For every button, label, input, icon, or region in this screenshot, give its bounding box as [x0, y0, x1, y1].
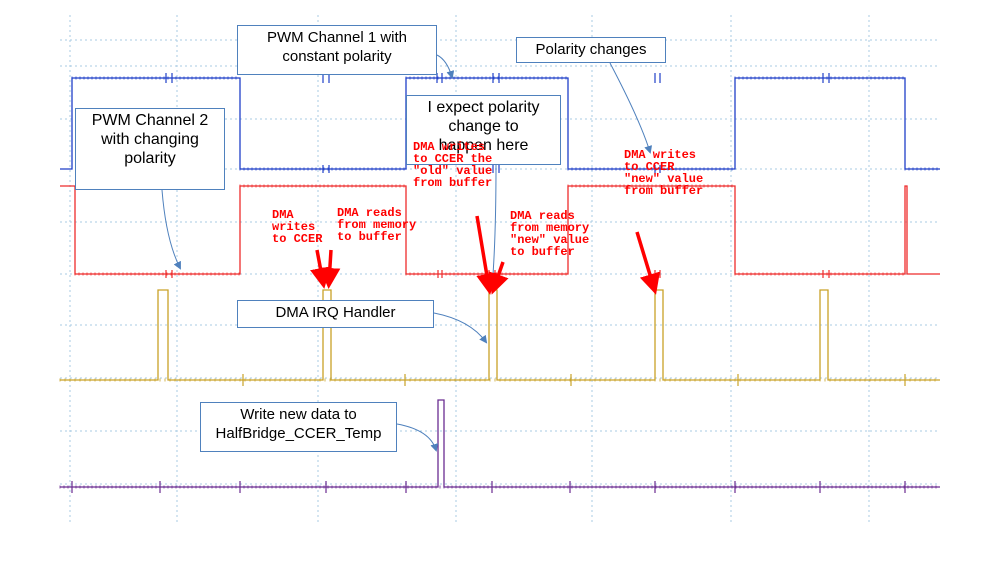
trace-ch1-noise	[734, 76, 904, 80]
note-dma-reads-buffer: DMA reads from memory to buffer	[337, 206, 417, 244]
trace-ch1-noise	[904, 167, 938, 171]
connector-dma-irq	[433, 312, 488, 344]
callout-expected-polarity-change: I expect polarity change to happen here	[406, 95, 561, 165]
note-dma-writes-new: DMA writes to CCER "new" value from buff…	[624, 148, 704, 198]
arrow-dma-reads-2	[488, 261, 509, 295]
connector-expect	[488, 164, 497, 290]
callout-pwm-channel-2: PWM Channel 2 with changing polarity	[75, 108, 225, 190]
trace-ch4-noise	[59, 485, 937, 489]
arrow-dma-writes-2	[475, 215, 498, 295]
note-dma-reads-new: DMA reads from memory "new" value to buf…	[510, 209, 590, 259]
trace-ch2-noise	[734, 272, 904, 276]
connector-polarity-changes	[609, 62, 653, 154]
trace-ch1-noise	[239, 167, 405, 171]
trace-ch2-noise	[239, 184, 405, 188]
trace-ch2-noise	[74, 272, 240, 276]
trace-ch1-noise	[71, 76, 237, 80]
callout-dma-irq-handler: DMA IRQ Handler	[237, 300, 434, 328]
connector-pwm2	[161, 189, 181, 270]
trace-ch4	[60, 399, 940, 488]
annotation-arrows	[161, 54, 660, 452]
arrow-dma-writes-3	[635, 231, 660, 295]
note-dma-writes-ccer: DMA writes to CCER	[272, 208, 323, 246]
connector-write-new	[396, 423, 439, 452]
trace-ch2-noise	[567, 184, 733, 188]
trace-ch3	[60, 289, 940, 381]
connector-pwm1	[436, 54, 455, 79]
trace-ch3-noise	[59, 378, 936, 382]
trace-ch1-noise	[405, 76, 567, 80]
note-dma-writes-old: DMA writes to CCER the "old" value from …	[413, 140, 493, 190]
callout-write-new-data: Write new data to HalfBridge_CCER_Temp	[200, 402, 397, 452]
callout-pwm-channel-1: PWM Channel 1 with constant polarity	[237, 25, 437, 75]
trace-ch2	[60, 185, 940, 275]
callout-polarity-changes: Polarity changes	[516, 37, 666, 63]
arrow-dma-reads-1	[319, 249, 341, 289]
